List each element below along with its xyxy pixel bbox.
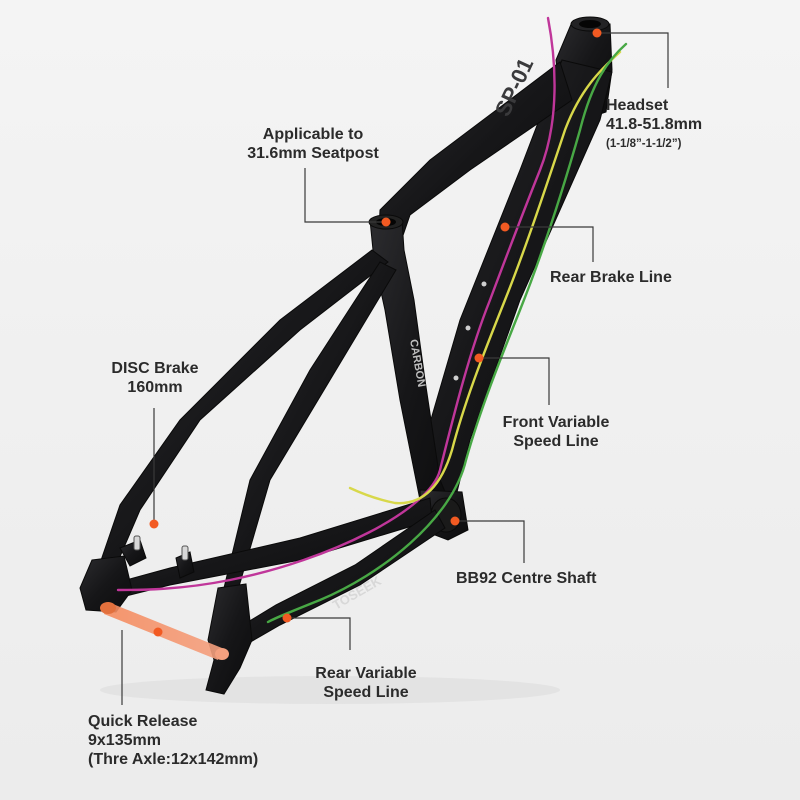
rear-speed-line1: Rear Variable [315,665,417,682]
callout-headset: Headset 41.8-51.8mm (1-1/8”-1-1/2”) [606,97,702,151]
quick-release-line1: Quick Release [88,713,198,730]
marker-bb [450,516,460,526]
headset-note: (1-1/8”-1-1/2”) [606,137,682,150]
marker-front-speed [474,353,484,363]
seatpost-line2: 31.6mm Seatpost [247,144,379,162]
front-speed-line1: Front Variable [502,414,610,431]
marker-quick-release [153,627,163,637]
headset-size: 41.8-51.8mm [606,115,703,133]
seatpost-line1: Applicable to [262,126,364,143]
bb-text: BB92 Centre Shaft [456,570,597,587]
front-speed-line [348,50,622,505]
marker-rear-brake [500,222,510,232]
headset-title: Headset [606,97,669,114]
callout-front-speed: Front Variable Speed Line [488,414,624,452]
brake-bolts [133,535,189,561]
quick-release-line3: (Thre Axle:12x142mm) [88,750,259,768]
callout-seatpost: Applicable to 31.6mm Seatpost [228,126,398,164]
callout-rear-speed: Rear Variable Speed Line [302,665,430,703]
marker-disc-brake [149,519,159,529]
rear-brake-text: Rear Brake Line [550,269,672,286]
disc-brake-line2: 160mm [127,378,183,396]
leader-rear-speed [287,617,351,650]
leader-bb [455,520,525,563]
marker-seatpost [381,217,391,227]
callout-bb: BB92 Centre Shaft [456,570,596,589]
front-speed-line2: Speed Line [513,432,599,450]
rear-speed-line [266,42,628,624]
marker-rear-speed [282,613,292,623]
leader-rear-brake [505,226,594,262]
markers [149,28,602,637]
rear-speed-line2: Speed Line [323,683,409,701]
quick-release-axle [100,602,229,660]
leader-front-speed [479,357,550,405]
cable-ports [453,281,487,381]
leader-seatpost [304,168,386,223]
rear-brake-line [116,16,556,592]
callout-quick-release: Quick Release 9x135mm (Thre Axle:12x142m… [88,713,258,770]
leader-lines [121,32,669,705]
callout-rear-brake: Rear Brake Line [550,269,672,288]
marker-headset [592,28,602,38]
leader-headset [597,32,669,88]
disc-brake-line1: DISC Brake [111,360,199,377]
quick-release-line2: 9x135mm [88,731,161,749]
callout-disc-brake: DISC Brake 160mm [88,360,222,398]
